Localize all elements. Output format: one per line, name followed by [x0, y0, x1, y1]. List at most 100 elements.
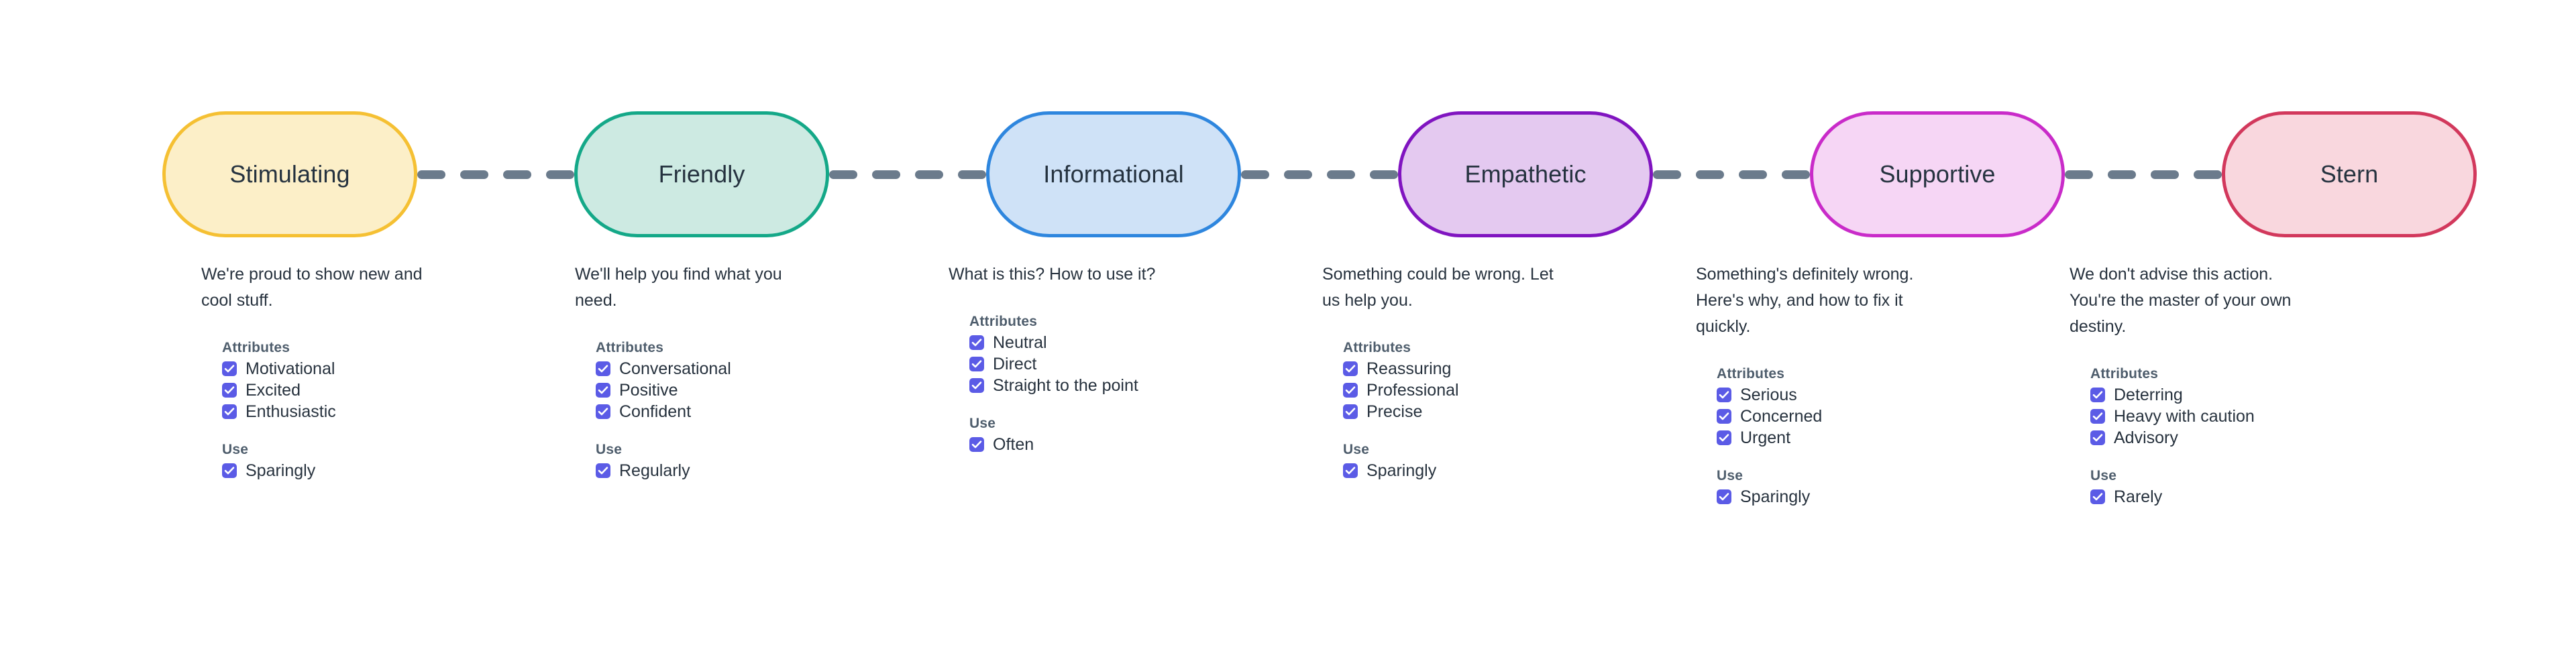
checkbox-row[interactable]: Regularly — [596, 460, 818, 481]
dash-segment — [2065, 170, 2093, 179]
checkbox-label: Rarely — [2114, 487, 2163, 506]
dash-segment — [546, 170, 574, 179]
dash-segment — [417, 170, 445, 179]
checkmark-icon[interactable] — [596, 383, 610, 398]
tone-pill[interactable]: Stern — [2222, 111, 2477, 237]
checkbox-row[interactable]: Enthusiastic — [222, 401, 444, 422]
checkmark-icon[interactable] — [1717, 388, 1731, 402]
tone-pill[interactable]: Supportive — [1810, 111, 2065, 237]
checkbox-row[interactable]: Confident — [596, 401, 818, 422]
checkmark-icon[interactable] — [596, 404, 610, 419]
checkbox-row[interactable]: Heavy with caution — [2090, 406, 2312, 427]
tone-pill[interactable]: Informational — [986, 111, 1241, 237]
attributes-heading: Attributes — [969, 314, 1038, 329]
dash-segment — [1284, 170, 1312, 179]
checkmark-icon[interactable] — [969, 378, 984, 393]
checkbox-row[interactable]: Sparingly — [1717, 486, 1939, 508]
use-heading: Use — [1343, 442, 1370, 457]
checkbox-label: Precise — [1366, 402, 1423, 421]
attributes-heading: Attributes — [1717, 366, 1785, 381]
checkbox-row[interactable]: Sparingly — [1343, 460, 1565, 481]
checkmark-icon[interactable] — [596, 463, 610, 478]
checkbox-label: Sparingly — [246, 461, 316, 480]
checkmark-icon[interactable] — [969, 437, 984, 452]
checkmark-icon[interactable] — [1717, 489, 1731, 504]
checkmark-icon[interactable] — [1717, 430, 1731, 445]
dash-segment — [1782, 170, 1810, 179]
tone-pill-label: Friendly — [658, 160, 745, 188]
tone-pill[interactable]: Friendly — [574, 111, 829, 237]
checkmark-icon[interactable] — [1343, 383, 1358, 398]
checkbox-row[interactable]: Concerned — [1717, 406, 1939, 427]
tone-description: We don't advise this action. You're the … — [2070, 265, 2292, 336]
dash-segment — [460, 170, 488, 179]
checkbox-label: Sparingly — [1366, 461, 1437, 480]
checkbox-row[interactable]: Precise — [1343, 401, 1565, 422]
checkbox-label: Urgent — [1740, 428, 1791, 447]
checkmark-icon[interactable] — [1343, 404, 1358, 419]
checkbox-row[interactable]: Excited — [222, 379, 444, 401]
tone-pill-label: Stern — [2320, 160, 2379, 188]
dash-segment — [915, 170, 943, 179]
dash-segment — [958, 170, 986, 179]
dash-segment — [2108, 170, 2136, 179]
checkmark-icon[interactable] — [222, 463, 237, 478]
tone-column: We don't advise this action. You're the … — [2031, 261, 2312, 508]
checkmark-icon[interactable] — [2090, 388, 2105, 402]
checkmark-icon[interactable] — [2090, 409, 2105, 424]
checkbox-row[interactable]: Direct — [969, 353, 1191, 375]
checkmark-icon[interactable] — [596, 361, 610, 376]
dash-segment — [2194, 170, 2222, 179]
checkmark-icon[interactable] — [222, 404, 237, 419]
tone-description: We're proud to show new and cool stuff. — [201, 265, 423, 310]
checkbox-row[interactable]: Conversational — [596, 358, 818, 379]
checkbox-row[interactable]: Often — [969, 434, 1191, 455]
checkbox-label: Confident — [619, 402, 692, 421]
checkbox-label: Often — [993, 435, 1034, 454]
checkbox-row[interactable]: Straight to the point — [969, 375, 1191, 396]
checkbox-row[interactable]: Reassuring — [1343, 358, 1565, 379]
tone-pill[interactable]: Empathetic — [1398, 111, 1653, 237]
checkmark-icon[interactable] — [969, 335, 984, 350]
checkbox-label: Excited — [246, 381, 301, 400]
dashed-line-icon — [1653, 111, 1810, 237]
checkbox-row[interactable]: Advisory — [2090, 427, 2312, 449]
checkbox-row[interactable]: Motivational — [222, 358, 444, 379]
checkbox-row[interactable]: Rarely — [2090, 486, 2312, 508]
checkbox-row[interactable]: Deterring — [2090, 384, 2312, 406]
dash-segment — [872, 170, 900, 179]
checkbox-row[interactable]: Professional — [1343, 379, 1565, 401]
checkmark-icon[interactable] — [2090, 489, 2105, 504]
checkbox-label: Serious — [1740, 386, 1797, 404]
tone-pill-label: Stimulating — [229, 160, 350, 188]
checkbox-row[interactable]: Neutral — [969, 332, 1191, 353]
checkbox-row[interactable]: Urgent — [1717, 427, 1939, 449]
checkmark-icon[interactable] — [1343, 361, 1358, 376]
checkmark-icon[interactable] — [1343, 463, 1358, 478]
checkmark-icon[interactable] — [222, 361, 237, 376]
checkbox-row[interactable]: Serious — [1717, 384, 1939, 406]
dash-segment — [1241, 170, 1269, 179]
checkmark-icon[interactable] — [2090, 430, 2105, 445]
checkmark-icon[interactable] — [969, 357, 984, 371]
checkmark-icon[interactable] — [1717, 409, 1731, 424]
checkbox-label: Advisory — [2114, 428, 2178, 447]
checkmark-icon[interactable] — [222, 383, 237, 398]
use-heading: Use — [2090, 468, 2117, 483]
checkbox-row[interactable]: Sparingly — [222, 460, 444, 481]
checkbox-label: Direct — [993, 355, 1037, 373]
attributes-heading: Attributes — [1343, 340, 1411, 355]
tone-pill[interactable]: Stimulating — [162, 111, 417, 237]
tone-column: Something could be wrong. Let us help yo… — [1283, 261, 1565, 481]
checkbox-row[interactable]: Positive — [596, 379, 818, 401]
attributes-heading: Attributes — [222, 340, 290, 355]
